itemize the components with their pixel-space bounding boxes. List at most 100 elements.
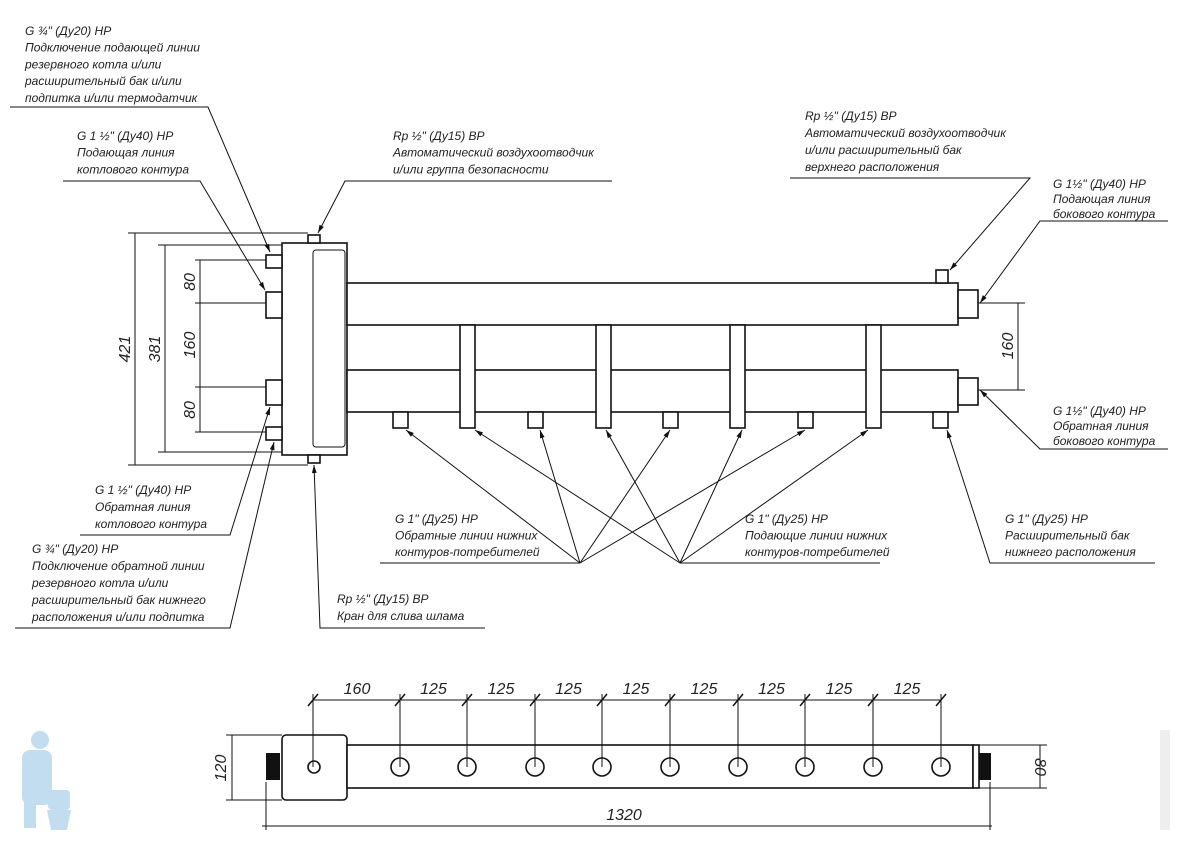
callout-boiler-return: G 1 ½" (Ду40) НР Обратная линия котлового … [95,483,207,531]
callout-line: G ¾" (Ду20) НР [25,24,111,38]
callout-line: расширительный бак нижнего [31,593,206,607]
callout-bottom-tank: G 1" (Ду25) НР Расширительный бак нижнего … [1005,512,1136,559]
left-nipple-top [266,753,280,780]
callout-line: Расширительный бак [1005,529,1131,543]
left-nipple-return [265,379,283,406]
dim-overall-length: 1320 [606,807,642,824]
left-nipple-supply [265,291,283,319]
leader-lines [10,106,1168,629]
hydraulic-separator-body [281,242,348,456]
dim-spacing: 125 [758,681,785,698]
dim-right-spacing: 160 [1000,333,1017,360]
air-vent-nipple [935,269,949,284]
callout-line: G 1 ½" (Ду40) НР [77,129,173,143]
drain-plug [307,454,321,464]
callout-line: G 1½" (Ду40) НР [1053,177,1146,191]
callout-line: котлового контура [95,517,207,531]
front-dimensions [128,232,1025,466]
dim-spacing: 125 [623,681,650,698]
consumer-nipple [392,411,409,429]
callout-air-vent-top-tank: Rp ½" (Ду15) ВР Автоматический воздухоотв… [804,109,1007,174]
right-nipple-supply [957,289,979,319]
right-nipple-top [979,753,991,780]
callout-line: Rp ½" (Ду15) ВР [393,129,485,143]
callout-line: G 1" (Ду25) НР [1005,512,1088,526]
callout-line: Подающая линия [1053,192,1151,206]
callout-line: нижнего расположения [1005,545,1136,559]
dim-first-spacing: 160 [344,681,371,698]
callout-line: Обратная линия [95,500,191,514]
callout-line: расположения и/или подпитка [31,610,205,624]
callout-line: Автоматический воздухоотводчик [392,146,595,160]
return-pipe [346,369,959,413]
dim-spacing: 125 [894,681,921,698]
consumer-nipple [932,411,949,429]
callout-line: Автоматический воздухоотводчик [804,126,1007,140]
callout-line: и/или расширительный бак [805,143,963,157]
callout-line: G 1½" (Ду40) НР [1053,404,1146,418]
connection-riser [865,324,882,429]
callout-line: Подающая линия [77,146,175,160]
dim-body-width: 120 [213,755,230,782]
watermark [1160,730,1170,830]
callout-line: G 1 ½" (Ду40) НР [95,483,191,497]
callout-line: G 1" (Ду25) НР [745,512,828,526]
callout-line: Обратная линия [1053,419,1149,433]
supply-pipe [346,282,959,326]
left-nipple-bottom-small [265,426,283,441]
dim-pipe-width: 80 [1031,758,1048,776]
callout-line: резервного котла и/или [24,57,162,71]
dim-bottom-offset: 80 [182,401,199,419]
callout-line: бокового контура [1053,434,1156,448]
top-view [266,734,991,801]
consumer-nipple [797,411,814,429]
dim-body-height: 381 [147,336,164,363]
callout-line: бокового контура [1053,207,1156,221]
callout-line: Подключение обратной линии [32,559,205,573]
callout-line: подпитка и/или термодатчик [25,91,199,105]
dim-top-offset: 80 [182,273,199,291]
callout-consumer-supplies: G 1" (Ду25) НР Подающие линии нижних конту… [745,512,890,559]
callout-line: Rp ½" (Ду15) ВР [805,109,897,123]
dim-spacing: 125 [555,681,582,698]
consumer-nipple [527,411,544,429]
right-nipple-return [957,377,979,406]
callout-backup-boiler-return: G ¾" (Ду20) НР Подключение обратной линии… [31,542,206,624]
callout-sludge-drain: Rp ½" (Ду15) ВР Кран для слива шлама [337,592,465,623]
callout-line: контуров-потребителей [745,545,890,559]
callout-line: и/или группа безопасности [393,162,549,176]
callout-line: Rp ½" (Ду15) ВР [337,592,429,606]
connection-riser [595,324,612,429]
callout-line: Кран для слива шлама [337,609,465,623]
callout-line: G ¾" (Ду20) НР [32,542,118,556]
connection-riser [459,324,476,429]
left-nipple-top-small [265,254,283,269]
callout-air-vent-safety: Rp ½" (Ду15) ВР Автоматический воздухоотв… [392,129,595,176]
callout-line: котлового контура [77,162,189,176]
callout-line: расширительный бак и/или [24,74,182,88]
dim-spacing: 125 [826,681,853,698]
callout-line: резервного котла и/или [31,576,169,590]
top-plug [307,234,321,244]
callout-consumer-returns: G 1" (Ду25) НР Обратные линии нижних конту… [395,512,540,559]
callout-line: G 1" (Ду25) НР [395,512,478,526]
consumer-nipple [662,411,679,429]
front-view [265,234,979,464]
connection-riser [729,324,746,429]
dim-pipe-spacing: 160 [182,332,199,359]
plumber-mascot-logo [22,731,71,830]
vent-port [307,760,321,774]
top-dimensions [226,693,1047,830]
callout-line: контуров-потребителей [395,545,540,559]
callout-boiler-supply: G 1 ½" (Ду40) НР Подающая линия котлового … [77,129,189,176]
dim-spacing: 125 [420,681,447,698]
callout-line: верхнего расположения [805,160,940,174]
dim-spacing: 125 [691,681,718,698]
dim-spacing: 125 [488,681,515,698]
callout-line: Подающие линии нижних [745,529,888,543]
callout-line: Обратные линии нижних [395,529,538,543]
